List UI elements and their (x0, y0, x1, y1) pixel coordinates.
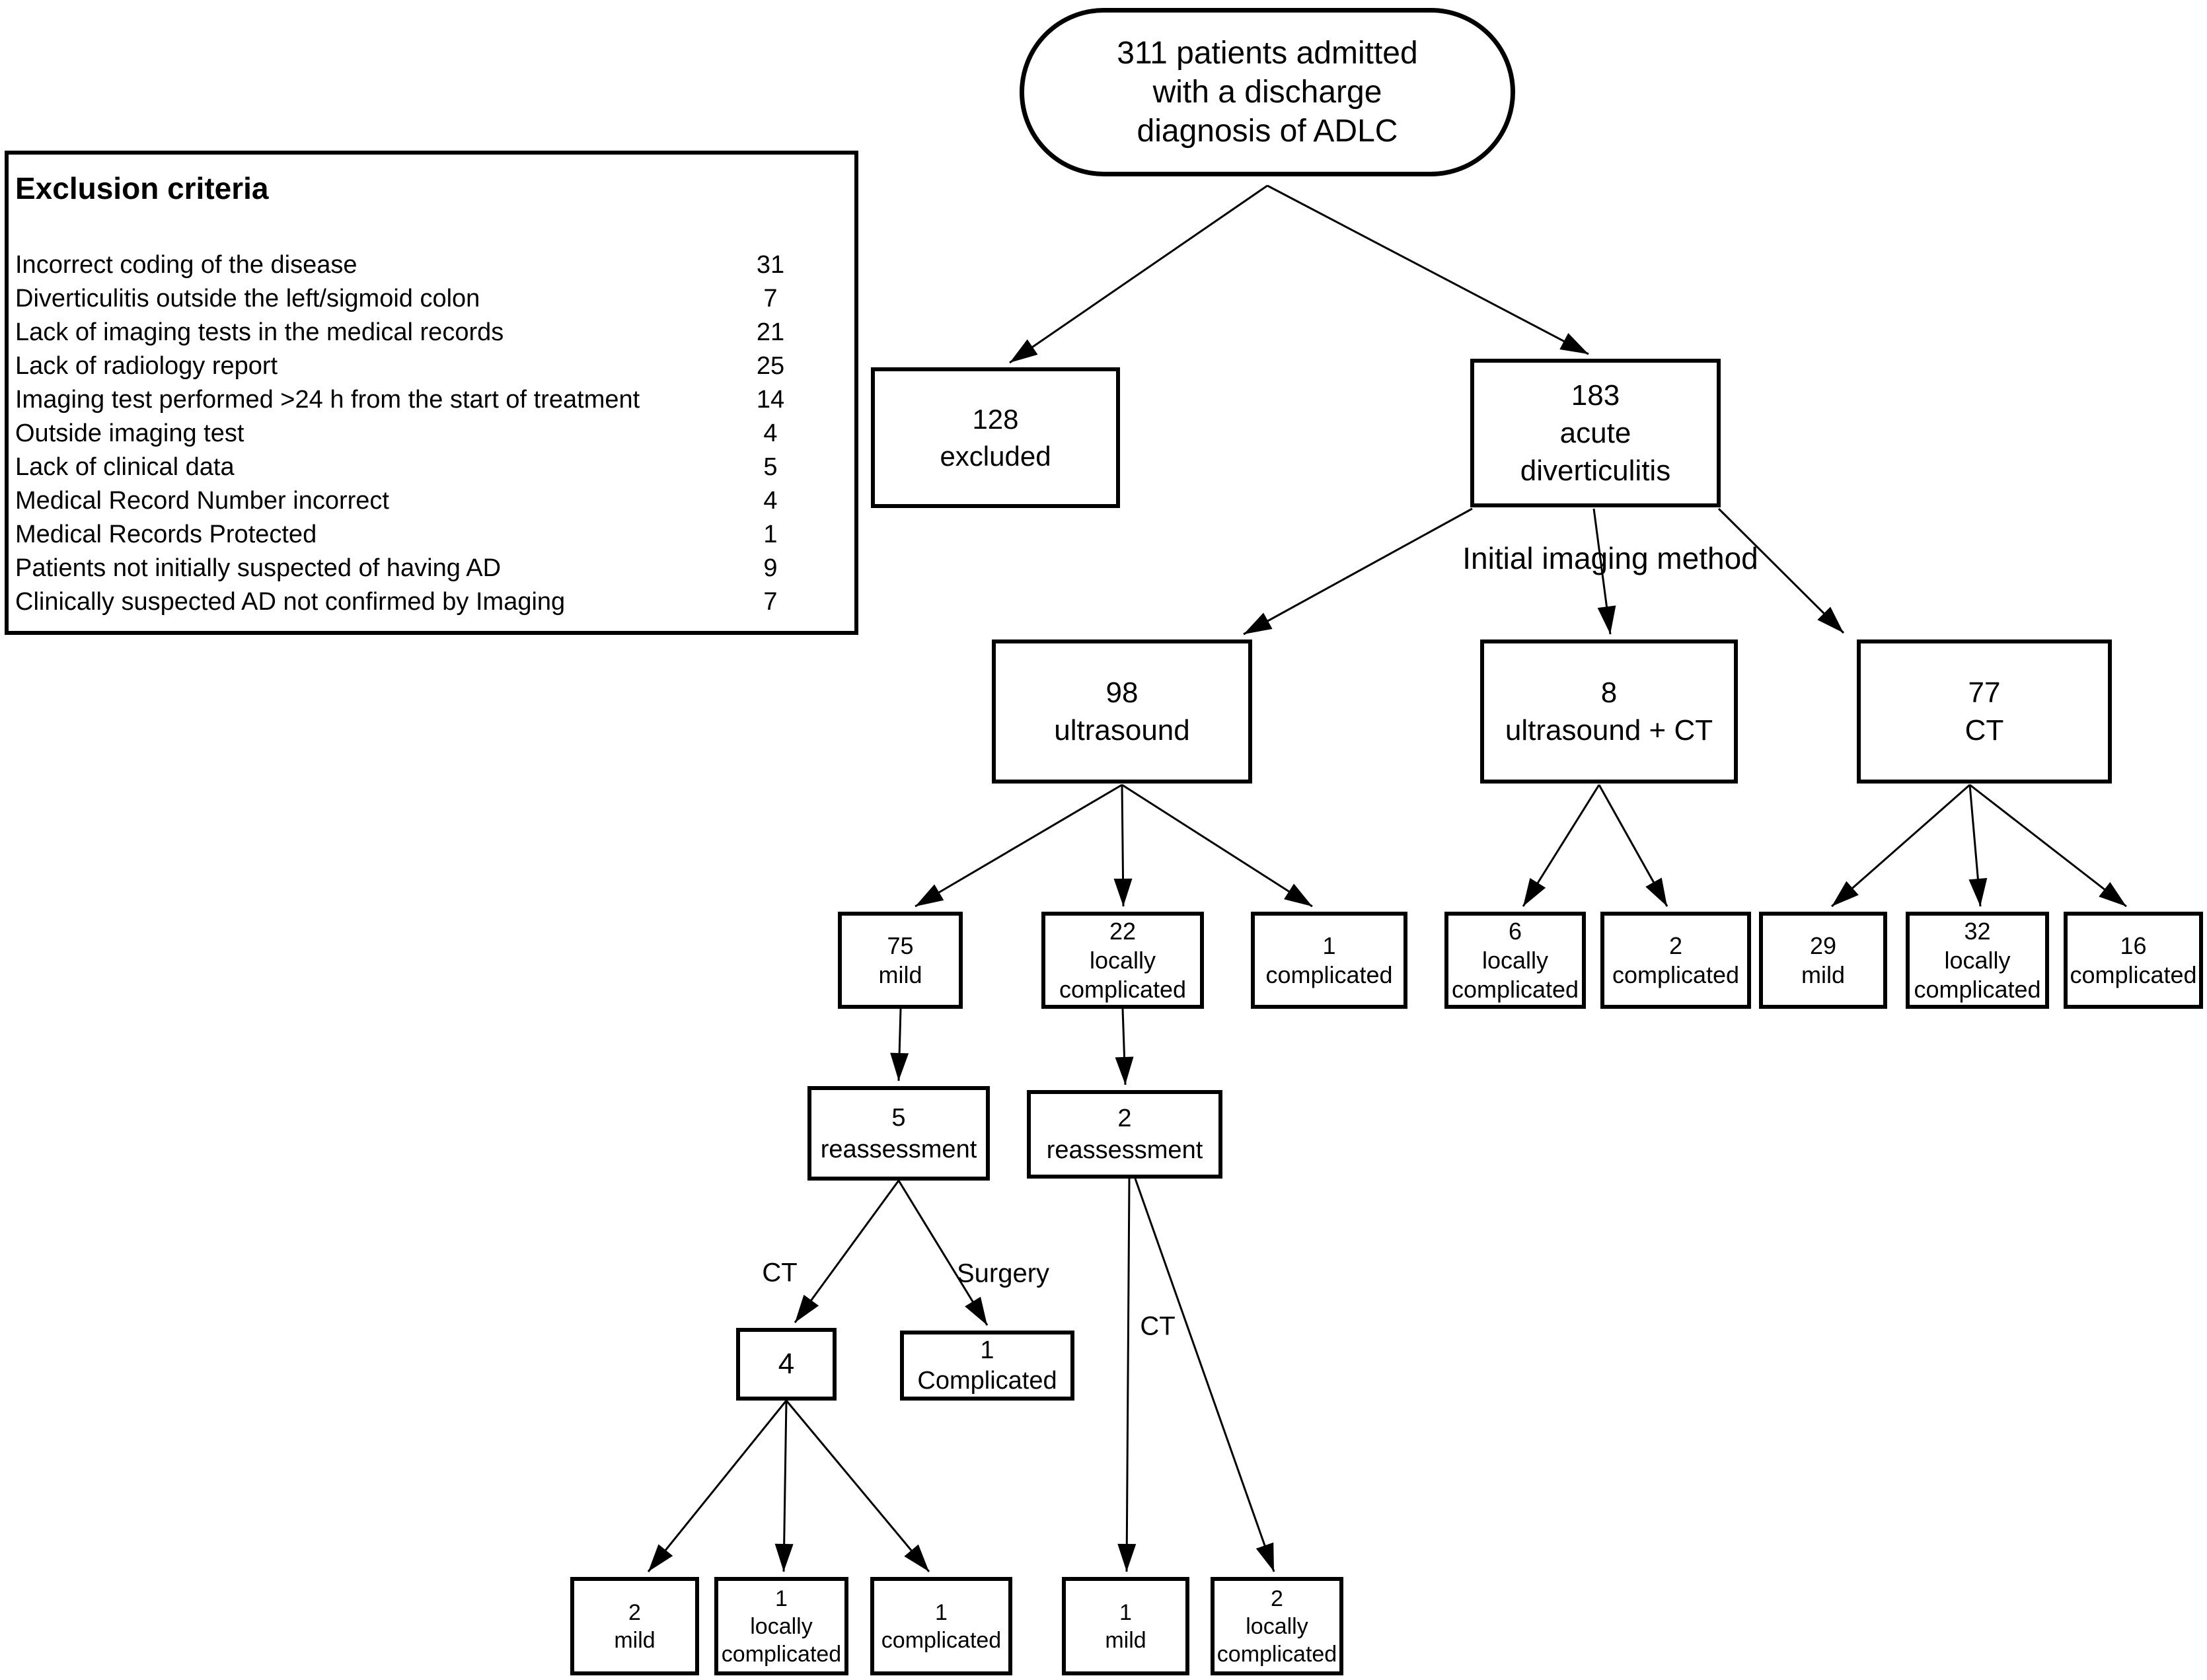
edge-ct-complicated (1969, 784, 2127, 908)
edge-root-acute (1267, 184, 1589, 355)
node-ct-complicated: 16 complicated (2064, 912, 2203, 1009)
exclusion-item-value: 7 (763, 588, 778, 616)
exclusion-item-label: Clinically suspected AD not confirmed by… (15, 588, 566, 616)
node-one-complicated-surgery: 1 Complicated (900, 1331, 1074, 1401)
edge-acute-ct (1717, 507, 1845, 634)
edge-usct-complicated (1598, 784, 1668, 907)
exclusion-item-label: Lack of clinical data (15, 453, 235, 481)
exclusion-item-label: Diverticulitis outside the left/sigmoid … (15, 285, 480, 312)
exclusion-item-label: Imaging test performed >24 h from the st… (15, 386, 640, 414)
exclusion-item-value: 25 (756, 352, 785, 380)
node-reassessment-5: 5 reassessment (807, 1086, 990, 1181)
exclusion-item-label: Patients not initially suspected of havi… (15, 554, 502, 582)
node-reassess-complicated: 1 complicated (870, 1577, 1012, 1675)
exclusion-item-value: 14 (756, 386, 785, 414)
edge-locally-reassessment2 (1115, 1008, 1134, 1085)
label-surgery: Surgery (956, 1259, 1050, 1288)
node-us-complicated: 1 complicated (1251, 912, 1407, 1009)
node-acute-diverticulitis: 183 acute diverticulitis (1470, 359, 1721, 507)
exclusion-item: Outside imaging test 4 (9, 417, 854, 451)
node-admitted-patients: 311 patients admitted with a discharge d… (1020, 8, 1515, 176)
edge-four-locally (774, 1400, 794, 1572)
exclusion-item: Medical Record Number incorrect 4 (9, 484, 854, 518)
exclusion-item-value: 7 (763, 285, 778, 312)
exclusion-item: Clinically suspected AD not confirmed by… (9, 585, 854, 619)
exclusion-item: Lack of clinical data 5 (9, 451, 854, 484)
exclusion-item-value: 4 (763, 420, 778, 447)
exclusion-item-value: 4 (763, 487, 778, 515)
edge-four-mild (647, 1400, 788, 1572)
exclusion-item: Incorrect coding of the disease 31 (9, 248, 854, 282)
edge-reassessment2-locally (1134, 1178, 1275, 1572)
exclusion-item: Imaging test performed >24 h from the st… (9, 383, 854, 417)
edge-reassessment2-mild (1117, 1178, 1137, 1572)
edge-usct-locally (1522, 784, 1600, 907)
label-ct-left: CT (762, 1258, 798, 1288)
exclusion-criteria-list: Incorrect coding of the disease 31 Diver… (9, 248, 854, 619)
edge-us-locally (1113, 784, 1133, 907)
exclusion-item: Lack of imaging tests in the medical rec… (9, 316, 854, 349)
exclusion-item-value: 21 (756, 318, 785, 346)
node-us-mild: 75 mild (838, 912, 963, 1009)
exclusion-criteria-title: Exclusion criteria (15, 171, 269, 205)
exclusion-item: Diverticulitis outside the left/sigmoid … (9, 282, 854, 316)
edge-acute-ultrasound (1243, 507, 1473, 636)
exclusion-item-value: 31 (756, 251, 785, 279)
exclusion-item-value: 1 (763, 521, 778, 548)
exclusion-item-label: Incorrect coding of the disease (15, 251, 357, 279)
exclusion-item-label: Medical Record Number incorrect (15, 487, 389, 515)
node-ct-mild: 29 mild (1759, 912, 1887, 1009)
label-ct-right: CT (1140, 1311, 1176, 1341)
edge-acute-ultrasound-ct (1592, 508, 1616, 635)
exclusion-criteria-panel: Exclusion criteria Incorrect coding of t… (5, 151, 858, 635)
edge-ct-mild (1831, 784, 1970, 908)
exclusion-item: Patients not initially suspected of havi… (9, 552, 854, 585)
node-us-locally-complicated: 22 locally complicated (1041, 912, 1204, 1009)
edge-reassessment5-onecomplicated (897, 1180, 989, 1326)
edge-mild-reassessment5 (890, 1008, 909, 1081)
exclusion-item: Medical Records Protected 1 (9, 518, 854, 552)
node-ultrasound-plus-ct: 8 ultrasound + CT (1480, 639, 1738, 784)
edge-us-complicated (1121, 784, 1313, 908)
label-initial-imaging-method: Initial imaging method (1462, 541, 1758, 575)
exclusion-item-label: Medical Records Protected (15, 521, 317, 548)
node-ct-locally-complicated: 32 locally complicated (1906, 912, 2049, 1009)
exclusion-item: Lack of radiology report 25 (9, 349, 854, 383)
node-reassess-locally-complicated: 1 locally complicated (714, 1577, 848, 1675)
exclusion-item-label: Lack of imaging tests in the medical rec… (15, 318, 504, 346)
node-four-ct: 4 (736, 1328, 837, 1401)
exclusion-item-label: Lack of radiology report (15, 352, 278, 380)
exclusion-item-value: 5 (763, 453, 778, 481)
edge-root-excluded (1009, 184, 1268, 364)
edge-us-mild (915, 784, 1123, 908)
node-reassess2-locally-complicated: 2 locally complicated (1211, 1577, 1343, 1675)
node-usct-locally-complicated: 6 locally complicated (1444, 912, 1586, 1009)
node-ct: 77 CT (1857, 639, 2112, 784)
edge-ct-locally (1968, 784, 1988, 907)
edge-reassessment5-four (794, 1180, 900, 1323)
node-reassessment-2: 2 reassessment (1027, 1090, 1222, 1179)
node-ultrasound: 98 ultrasound (992, 639, 1252, 784)
exclusion-item-label: Outside imaging test (15, 420, 244, 447)
node-reassess2-mild: 1 mild (1062, 1577, 1189, 1675)
exclusion-item-value: 9 (763, 554, 778, 582)
node-excluded: 128 excluded (871, 367, 1120, 508)
edge-four-complicated (785, 1400, 930, 1572)
node-usct-complicated: 2 complicated (1600, 912, 1751, 1009)
node-reassess-mild: 2 mild (570, 1577, 699, 1675)
